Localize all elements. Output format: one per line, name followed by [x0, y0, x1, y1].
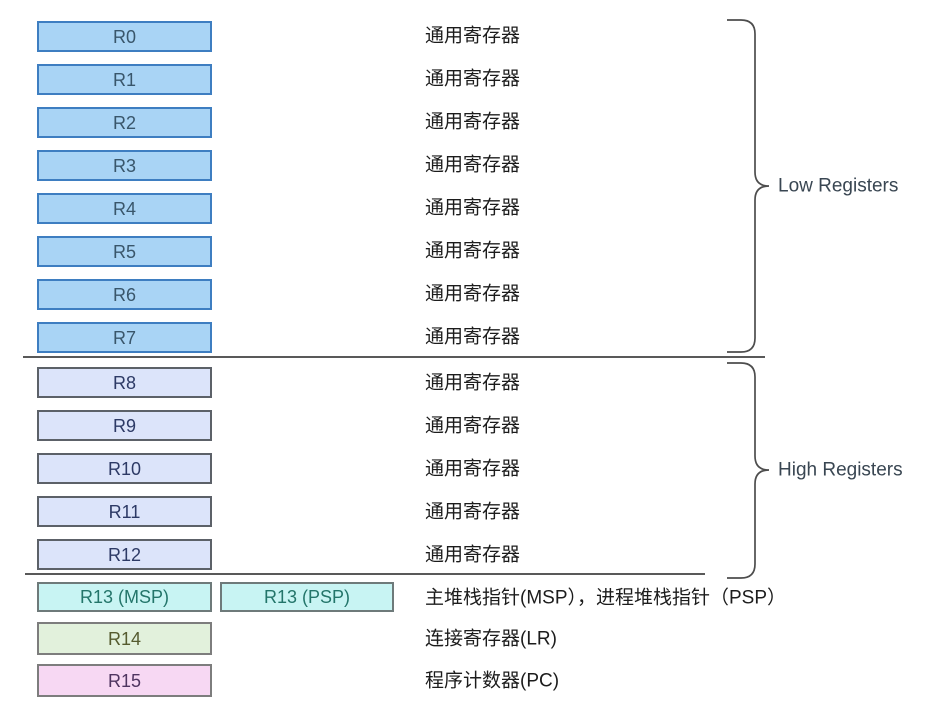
high-registers-brace [727, 362, 770, 579]
register-box-r14: R14 [37, 622, 212, 655]
low-registers-label: Low Registers [778, 175, 899, 197]
low-registers-brace [727, 19, 770, 353]
register-box-r2: R2 [37, 107, 212, 138]
register-box-r5: R5 [37, 236, 212, 267]
register-box-r9: R9 [37, 410, 212, 441]
high-registers-label: High Registers [778, 459, 903, 481]
register-desc-r4: 通用寄存器 [425, 197, 521, 219]
register-desc-r13: 主堆栈指针(MSP），进程堆栈指针（PSP） [425, 587, 787, 609]
register-box-r1: R1 [37, 64, 212, 95]
register-desc-r10: 通用寄存器 [425, 458, 521, 480]
register-desc-r1: 通用寄存器 [425, 68, 521, 90]
register-box-r13-psp: R13 (PSP) [220, 582, 394, 612]
register-box-r13-msp: R13 (MSP) [37, 582, 212, 612]
register-box-r8: R8 [37, 367, 212, 398]
register-box-r4: R4 [37, 193, 212, 224]
register-desc-r7: 通用寄存器 [425, 326, 521, 348]
high-special-separator [25, 573, 705, 575]
register-desc-r9: 通用寄存器 [425, 415, 521, 437]
register-desc-r12: 通用寄存器 [425, 544, 521, 566]
register-desc-r0: 通用寄存器 [425, 25, 521, 47]
register-box-r15: R15 [37, 664, 212, 697]
register-box-r7: R7 [37, 322, 212, 353]
register-desc-r14: 连接寄存器(LR) [425, 628, 557, 650]
register-box-r12: R12 [37, 539, 212, 570]
register-box-r11: R11 [37, 496, 212, 527]
low-high-separator [23, 356, 765, 358]
register-box-r10: R10 [37, 453, 212, 484]
register-desc-r2: 通用寄存器 [425, 111, 521, 133]
register-desc-r8: 通用寄存器 [425, 372, 521, 394]
register-box-r0: R0 [37, 21, 212, 52]
register-desc-r11: 通用寄存器 [425, 501, 521, 523]
register-box-r3: R3 [37, 150, 212, 181]
register-desc-r15: 程序计数器(PC) [425, 670, 560, 692]
register-desc-r3: 通用寄存器 [425, 154, 521, 176]
register-desc-r6: 通用寄存器 [425, 283, 521, 305]
register-desc-r5: 通用寄存器 [425, 240, 521, 262]
register-box-r6: R6 [37, 279, 212, 310]
